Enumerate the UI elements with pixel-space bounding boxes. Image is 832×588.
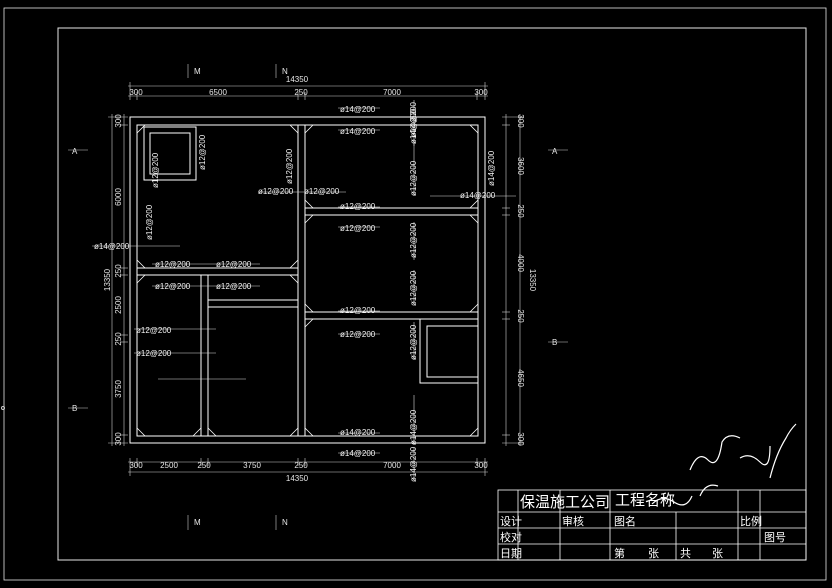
axis-label-right-a: A	[552, 147, 558, 156]
rebar-label: ø12@200	[304, 187, 340, 196]
scribble-strokes	[651, 423, 797, 506]
floor-plan	[129, 116, 486, 444]
dim-right-seg-2: 3600	[516, 157, 525, 175]
axis-label-top-m: M	[194, 67, 201, 76]
dimension-lines	[108, 82, 524, 476]
rebar-label: ø14@200	[340, 127, 376, 136]
title-date: 日期	[500, 547, 522, 560]
title-drawing-no: 图号	[764, 531, 786, 544]
corner-haunches	[136, 124, 479, 437]
rebar-label: ø14@200	[460, 191, 496, 200]
dim-left-total: 13350	[103, 268, 112, 291]
dim-right-total: 13350	[528, 269, 537, 292]
rebar-label: ø12@200	[198, 134, 207, 170]
dim-bottom-seg-5: 250	[294, 461, 308, 470]
rebar-label: ø12@200	[258, 187, 294, 196]
title-total-unit: 张	[712, 547, 723, 560]
title-designer: 设计	[500, 515, 522, 528]
axis-markers	[68, 64, 568, 530]
rebar-label: ø12@200	[155, 282, 191, 291]
rebar-label: ø14@200	[409, 446, 418, 482]
dim-bottom-seg-6: 7000	[383, 461, 401, 470]
dim-right-seg-3: 250	[516, 204, 525, 218]
rebar-label: ø12@200	[285, 148, 294, 184]
axis-label-top-n: N	[282, 67, 288, 76]
title-block	[497, 489, 807, 561]
dim-right-seg-6: 4650	[516, 369, 525, 387]
rebar-label: ø12@200	[216, 260, 252, 269]
dim-left-seg-7: 300	[114, 432, 123, 446]
axis-label-bottom-n: N	[282, 518, 288, 527]
dim-bottom-seg-1: 300	[129, 461, 143, 470]
axis-label-left-b: B	[72, 404, 77, 413]
dim-right-seg-5: 250	[516, 309, 525, 323]
dim-left-seg-6: 3750	[114, 380, 123, 398]
dim-top-seg-2: 6500	[209, 88, 227, 97]
dim-right-seg-7: 300	[516, 432, 525, 446]
rebar-label: ø14@200	[409, 101, 418, 137]
rebar-label: ø12@200	[409, 324, 418, 360]
dim-bottom-seg-7: 300	[474, 461, 488, 470]
rebar-label: ø12@200	[340, 224, 376, 233]
title-checker: 校对	[500, 530, 522, 544]
rebar-label: ø12@200	[409, 270, 418, 306]
dim-right-seg-4: 4000	[516, 254, 525, 272]
dim-bottom-total: 14350	[286, 474, 309, 483]
dim-top-seg-3: 250	[294, 88, 308, 97]
title-reviewer: 审核	[562, 514, 584, 528]
dim-left-seg-3: 250	[114, 264, 123, 278]
dim-bottom-seg-2: 2500	[160, 461, 178, 470]
rebar-label: ø12@200	[340, 202, 376, 211]
rebar-label: ø14@200	[340, 428, 376, 437]
axis-label-left-a: A	[72, 147, 78, 156]
dim-bottom-seg-4: 3750	[243, 461, 261, 470]
rebar-label: ø14@200	[340, 449, 376, 458]
title-project-name: 工程名称	[615, 492, 675, 509]
origin-marker-icon	[1, 406, 5, 410]
dim-left-seg-1: 300	[114, 114, 123, 128]
rebar-label: ø12@200	[136, 326, 172, 335]
rebar-label: ø12@200	[340, 330, 376, 339]
dim-left-seg-5: 250	[114, 332, 123, 346]
dim-bottom-seg-3: 250	[197, 461, 211, 470]
rebar-label: ø14@200	[340, 105, 376, 114]
rebar-label: ø12@200	[136, 349, 172, 358]
rebar-label: ø14@200	[409, 108, 418, 144]
dim-top-seg-1: 300	[129, 88, 143, 97]
rebar-label: ø12@200	[216, 282, 252, 291]
dim-right-seg-1: 300	[516, 114, 525, 128]
rebar-label: ø12@200	[409, 222, 418, 258]
title-drawing-name: 图名	[614, 514, 636, 528]
rebar-label: ø14@200	[487, 150, 496, 186]
title-company: 保温施工公司	[520, 494, 610, 511]
title-total: 共	[680, 547, 691, 560]
title-scale: 比例	[740, 514, 762, 528]
rebar-label: ø12@200	[151, 152, 160, 188]
dim-left-seg-4: 2500	[114, 296, 123, 314]
rebar-label: ø14@200	[409, 409, 418, 445]
title-sheet-no: 第	[614, 546, 625, 560]
rebar-label: ø14@200	[94, 242, 130, 251]
axis-label-right-b: B	[552, 338, 557, 347]
rebar-label: ø12@200	[409, 160, 418, 196]
rebar-label: ø12@200	[155, 260, 191, 269]
sheet-frame	[3, 7, 827, 581]
axis-label-bottom-m: M	[194, 518, 201, 527]
dim-top-seg-5: 300	[474, 88, 488, 97]
title-sheet-unit: 张	[648, 547, 659, 560]
rebar-lines	[92, 100, 516, 480]
rebar-label: ø12@200	[340, 306, 376, 315]
dim-left-seg-2: 6000	[114, 188, 123, 206]
dim-top-seg-4: 7000	[383, 88, 401, 97]
dim-top-total: 14350	[286, 75, 309, 84]
rebar-label: ø12@200	[145, 204, 154, 240]
